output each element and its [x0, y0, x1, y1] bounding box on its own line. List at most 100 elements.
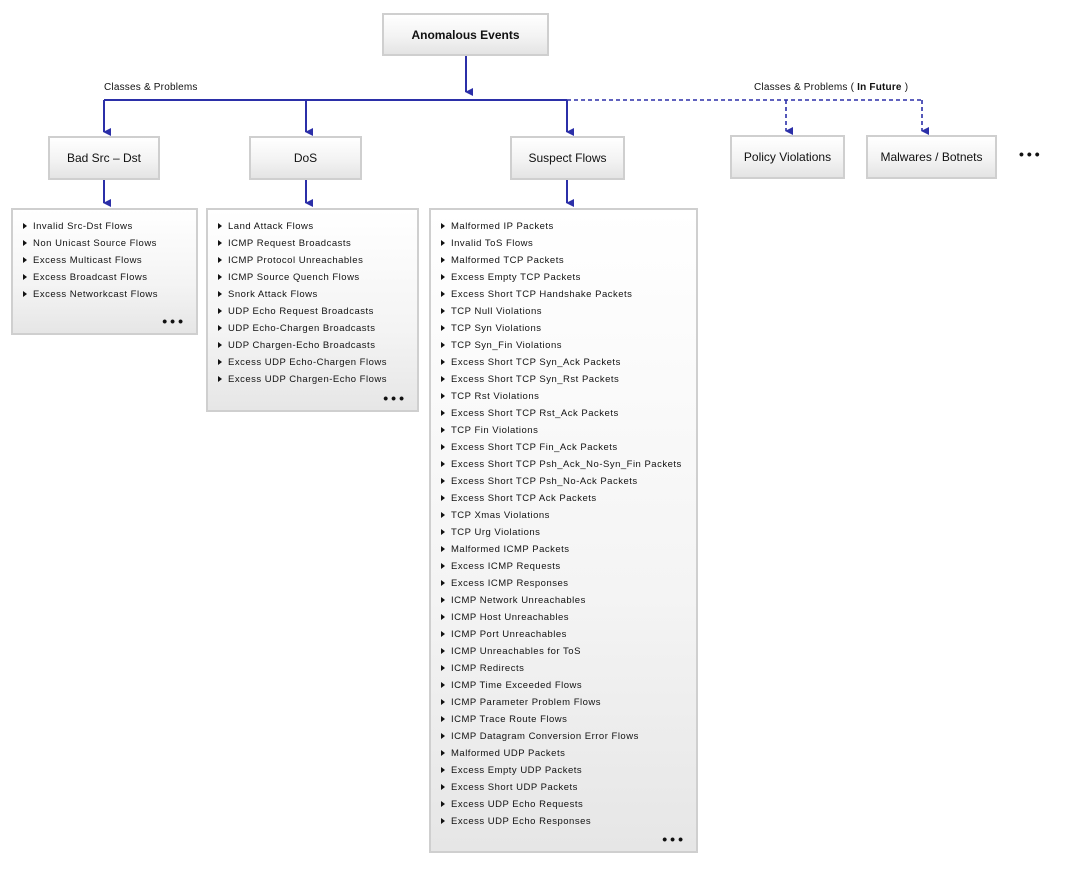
list-item-label: ICMP Port Unreachables	[451, 629, 567, 640]
list-item: ICMP Redirects	[441, 662, 682, 679]
triangle-bullet-icon	[23, 223, 27, 229]
list-item-label: Excess Short TCP Handshake Packets	[451, 289, 633, 300]
triangle-bullet-icon	[441, 376, 445, 382]
list-item: ICMP Host Unreachables	[441, 611, 682, 628]
list-item-label: ICMP Unreachables for ToS	[451, 646, 581, 657]
list-item: ICMP Trace Route Flows	[441, 713, 682, 730]
list-item: TCP Syn_Fin Violations	[441, 339, 682, 356]
list-item: Excess Short TCP Psh_Ack_No-Syn_Fin Pack…	[441, 458, 682, 475]
triangle-bullet-icon	[23, 257, 27, 263]
list-item-label: ICMP Redirects	[451, 663, 525, 674]
list-item: Excess UDP Echo Responses	[441, 815, 682, 832]
triangle-bullet-icon	[218, 240, 222, 246]
list-item: ICMP Source Quench Flows	[218, 271, 387, 288]
triangle-bullet-icon	[441, 410, 445, 416]
list-item: Excess Short TCP Psh_No-Ack Packets	[441, 475, 682, 492]
list-item: TCP Fin Violations	[441, 424, 682, 441]
list-item: Excess Short TCP Fin_Ack Packets	[441, 441, 682, 458]
triangle-bullet-icon	[441, 631, 445, 637]
list-item: Excess Short TCP Rst_Ack Packets	[441, 407, 682, 424]
triangle-bullet-icon	[441, 733, 445, 739]
list-item-label: ICMP Parameter Problem Flows	[451, 697, 602, 708]
list-item: Malformed TCP Packets	[441, 254, 682, 271]
list-item: Non Unicast Source Flows	[23, 237, 158, 254]
triangle-bullet-icon	[218, 308, 222, 314]
list-item-label: Excess Short TCP Ack Packets	[451, 493, 597, 504]
more-items-ellipsis: •••	[662, 831, 686, 847]
list-item-label: Invalid ToS Flows	[451, 238, 534, 249]
category-label: Bad Src – Dst	[66, 151, 142, 165]
triangle-bullet-icon	[441, 682, 445, 688]
list-item: Invalid ToS Flows	[441, 237, 682, 254]
triangle-bullet-icon	[23, 291, 27, 297]
category-policy-violations: Policy Violations	[730, 135, 845, 179]
category-bad-src-dst: Bad Src – Dst	[48, 136, 160, 180]
triangle-bullet-icon	[441, 580, 445, 586]
triangle-bullet-icon	[441, 597, 445, 603]
list-item: UDP Echo-Chargen Broadcasts	[218, 322, 387, 339]
list-item: Excess UDP Echo-Chargen Flows	[218, 356, 387, 373]
list-item: Excess Empty UDP Packets	[441, 764, 682, 781]
list-item-label: Excess UDP Echo-Chargen Flows	[228, 357, 387, 368]
list-item: ICMP Protocol Unreachables	[218, 254, 387, 271]
list-item: Invalid Src-Dst Flows	[23, 220, 158, 237]
category-label: DoS	[293, 151, 318, 165]
triangle-bullet-icon	[441, 699, 445, 705]
list-item: ICMP Time Exceeded Flows	[441, 679, 682, 696]
list-item: TCP Rst Violations	[441, 390, 682, 407]
triangle-bullet-icon	[441, 478, 445, 484]
triangle-bullet-icon	[218, 359, 222, 365]
list-item-label: Invalid Src-Dst Flows	[33, 221, 133, 232]
list-item: Excess Short TCP Syn_Ack Packets	[441, 356, 682, 373]
edge-label-current: Classes & Problems	[104, 82, 198, 93]
triangle-bullet-icon	[441, 257, 445, 263]
list-item-label: Malformed ICMP Packets	[451, 544, 570, 555]
list-item-label: Excess Multicast Flows	[33, 255, 143, 266]
list-item-label: ICMP Trace Route Flows	[451, 714, 568, 725]
list-item-label: UDP Echo-Chargen Broadcasts	[228, 323, 376, 334]
triangle-bullet-icon	[218, 223, 222, 229]
list-item-label: Excess Broadcast Flows	[33, 272, 148, 283]
list-item-label: ICMP Protocol Unreachables	[228, 255, 364, 266]
list-item-label: Excess UDP Echo Responses	[451, 816, 592, 827]
list-item: Excess Empty TCP Packets	[441, 271, 682, 288]
triangle-bullet-icon	[441, 359, 445, 365]
triangle-bullet-icon	[441, 784, 445, 790]
list-item: ICMP Datagram Conversion Error Flows	[441, 730, 682, 747]
list-item-label: UDP Chargen-Echo Broadcasts	[228, 340, 376, 351]
list-item-label: ICMP Host Unreachables	[451, 612, 570, 623]
list-item: Malformed IP Packets	[441, 220, 682, 237]
list-item: TCP Null Violations	[441, 305, 682, 322]
list-item: Malformed UDP Packets	[441, 747, 682, 764]
list-item-label: Excess Empty TCP Packets	[451, 272, 581, 283]
category-label: Suspect Flows	[528, 151, 607, 165]
list-item-label: TCP Syn Violations	[451, 323, 542, 334]
list-item-label: Excess ICMP Requests	[451, 561, 561, 572]
triangle-bullet-icon	[218, 291, 222, 297]
list-item: Excess Short TCP Ack Packets	[441, 492, 682, 509]
list-item: ICMP Port Unreachables	[441, 628, 682, 645]
list-item: TCP Urg Violations	[441, 526, 682, 543]
root-label: Anomalous Events	[411, 27, 520, 42]
list-item: Excess Short UDP Packets	[441, 781, 682, 798]
root-node: Anomalous Events	[382, 13, 549, 56]
list-item: Land Attack Flows	[218, 220, 387, 237]
list-item-label: Malformed TCP Packets	[451, 255, 565, 266]
list-item: Excess Multicast Flows	[23, 254, 158, 271]
list-item-label: TCP Urg Violations	[451, 527, 541, 538]
list-item: ICMP Parameter Problem Flows	[441, 696, 682, 713]
list-item-label: Excess Networkcast Flows	[33, 289, 158, 300]
triangle-bullet-icon	[23, 240, 27, 246]
list-item: Excess Broadcast Flows	[23, 271, 158, 288]
triangle-bullet-icon	[218, 342, 222, 348]
list-item: Excess UDP Echo Requests	[441, 798, 682, 815]
triangle-bullet-icon	[441, 240, 445, 246]
triangle-bullet-icon	[441, 529, 445, 535]
list-item-label: Excess UDP Chargen-Echo Flows	[228, 374, 387, 385]
more-categories-ellipsis: •••	[1019, 146, 1043, 162]
list-item-label: Excess Short TCP Syn_Ack Packets	[451, 357, 621, 368]
category-malwares-botnets: Malwares / Botnets	[866, 135, 997, 179]
